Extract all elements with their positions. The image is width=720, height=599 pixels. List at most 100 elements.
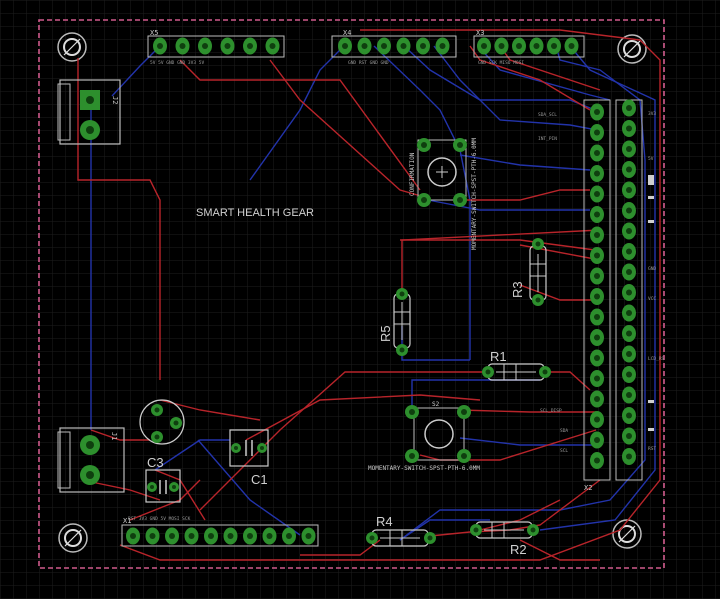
- pin-labels: 5V 5V GND GND 3V3 5V GND RST GND GND GND…: [128, 60, 665, 522]
- svg-text:RST: RST: [648, 446, 656, 452]
- x2-pad-drill: [626, 207, 632, 214]
- x3-pad-drill: [551, 43, 557, 49]
- svg-text:VCC: VCC: [648, 296, 656, 302]
- capacitor-c1: C1: [229, 429, 269, 487]
- x5-pad-drill: [179, 43, 186, 49]
- x2-pad-drill: [594, 252, 600, 259]
- header-x3: X3: [473, 29, 585, 58]
- x4-pad-drill: [400, 43, 407, 49]
- label-x5: X5: [150, 29, 158, 37]
- x2-pad-drill: [626, 310, 632, 316]
- x2-pad-drill: [594, 150, 600, 156]
- x2-pad-drill: [594, 375, 600, 382]
- label-x4: X4: [343, 29, 351, 37]
- silk-marks: [648, 175, 654, 431]
- label-c3: C3: [147, 455, 164, 470]
- switch-s1: CONFIRMATION MOMENTARY-SWITCH-SPST-PTH-6…: [409, 138, 478, 250]
- mounting-hole-tr: [617, 34, 647, 64]
- x2-pad-drill: [626, 248, 632, 255]
- x3-pad-drill: [481, 43, 487, 49]
- x2-pad-drill: [594, 293, 600, 300]
- x2-pad-drill: [594, 396, 600, 402]
- x5-pad-drill: [269, 43, 276, 49]
- header-x1: X1: [121, 517, 319, 547]
- x4-pad-drill: [381, 43, 387, 49]
- capacitor-c3: C3: [145, 455, 181, 503]
- header-x4: X4: [331, 29, 457, 58]
- label-j2: J2: [111, 96, 119, 104]
- x2-pad-drill: [626, 187, 632, 193]
- label-r1: R1: [490, 349, 507, 364]
- label-r2: R2: [510, 542, 527, 557]
- label-s2: S2: [432, 401, 440, 408]
- svg-text:5V 5V GND GND 3V3 5V: 5V 5V GND GND 3V3 5V: [150, 60, 204, 66]
- x2-pad-drill: [594, 355, 600, 361]
- x2-pad-drill: [594, 273, 600, 279]
- x2-pad-drill: [594, 334, 600, 341]
- round-component: [139, 399, 185, 445]
- x2-pad-drill: [626, 371, 632, 378]
- x2-pad-drill: [626, 269, 632, 275]
- x4-pad-drill: [420, 43, 426, 49]
- label-s1-value: MOMENTARY-SWITCH-SPST-PTH-6.0MM: [471, 138, 478, 250]
- x1-pad-drill: [169, 533, 175, 539]
- x2-pad-drill: [594, 437, 600, 443]
- svg-text:GND: GND: [648, 266, 656, 272]
- x2-pad-drill: [626, 146, 632, 152]
- x3-pad-drill: [533, 43, 540, 49]
- label-x1: X1: [123, 517, 131, 525]
- x5-pad-drill: [247, 43, 253, 49]
- switch-s2: S2 MOMENTARY-SWITCH-SPST-PTH-6.0MM: [368, 401, 480, 472]
- x4-pad-drill: [342, 43, 348, 49]
- x2-pad-drill: [626, 433, 632, 439]
- x2-pad-drill: [626, 392, 632, 398]
- x2-pad-drill: [626, 228, 632, 234]
- x2-pad-drill: [594, 211, 600, 218]
- x2-pad-drill: [626, 125, 632, 132]
- x2-pad-drill: [594, 314, 600, 320]
- x2-pad-drill: [626, 351, 632, 357]
- label-r3: R3: [510, 281, 525, 298]
- x5-pad-drill: [157, 43, 163, 49]
- x1-pad-drill: [149, 533, 156, 539]
- x2-pad-drill: [626, 453, 632, 460]
- label-c1: C1: [251, 472, 268, 487]
- label-r5: R5: [378, 325, 393, 342]
- label-s1: CONFIRMATION: [409, 152, 416, 196]
- x1-pad-drill: [227, 533, 234, 539]
- mounting-hole-tl: [57, 32, 87, 62]
- x1-pad-drill: [208, 533, 214, 539]
- bottom-layer-traces: [90, 45, 656, 541]
- label-j1: J1: [110, 432, 118, 440]
- svg-text:RST 3V3 GND 5V MOSI SCK: RST 3V3 GND 5V MOSI SCK: [128, 516, 191, 522]
- svg-text:GND RST GND GND: GND RST GND GND: [348, 60, 389, 66]
- x2-pad-drill: [594, 129, 600, 136]
- resistor-r2: R2: [470, 521, 539, 557]
- svg-text:SCL: SCL: [560, 448, 568, 454]
- label-s2-value: MOMENTARY-SWITCH-SPST-PTH-6.0MM: [368, 465, 480, 472]
- x3-pad-drill: [516, 43, 522, 49]
- x2-pad-drill: [626, 330, 632, 337]
- x2-pad-drill: [594, 457, 600, 464]
- svg-text:GND SCK MISO MOSI: GND SCK MISO MOSI: [478, 60, 524, 66]
- x2-pad-drill: [626, 105, 632, 111]
- x5-pad-drill: [202, 43, 208, 49]
- x3-pad-drill: [498, 43, 505, 49]
- x2-pad-drill: [594, 191, 600, 197]
- x2-pad-drill: [626, 166, 632, 173]
- x1-pad-drill: [130, 533, 136, 539]
- x5-pad-drill: [224, 43, 231, 49]
- x2-pad-drill: [594, 416, 600, 423]
- svg-text:SDA: SDA: [560, 428, 568, 434]
- mounting-hole-br: [612, 519, 642, 549]
- resistor-r1: R1: [482, 349, 551, 381]
- connector-j1: J1: [57, 427, 125, 493]
- svg-text:INT_PIN: INT_PIN: [538, 136, 557, 142]
- label-x3: X3: [476, 29, 484, 37]
- x4-pad-drill: [361, 43, 368, 49]
- mounting-hole-bl: [58, 523, 88, 553]
- resistor-r5: R5: [378, 288, 411, 356]
- resistor-r3: R3: [510, 238, 547, 306]
- x1-pad-drill: [266, 533, 273, 539]
